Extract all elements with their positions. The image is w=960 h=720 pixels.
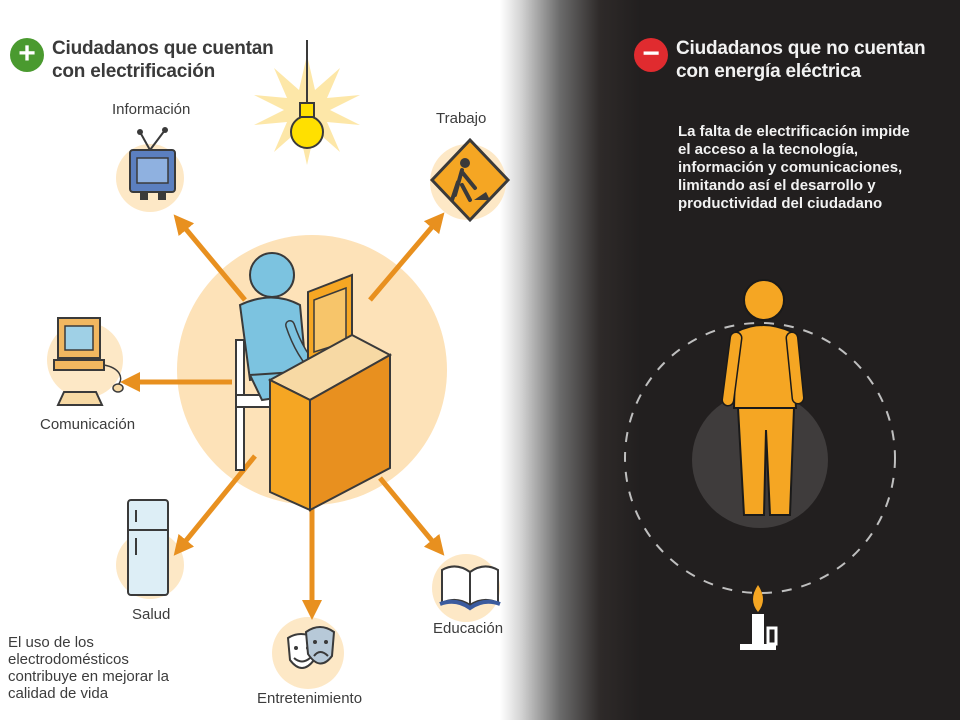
worker-sign-icon — [429, 137, 511, 223]
standing-person-illustration — [721, 279, 805, 516]
refrigerator-icon — [127, 499, 169, 596]
left-panel-title: Ciudadanos que cuentan con electrificaci… — [52, 38, 274, 82]
label-salud: Salud — [132, 606, 171, 623]
arrow-salud — [173, 454, 257, 556]
right-panel-title: Ciudadanos que no cuentan con energía el… — [676, 38, 926, 82]
right-panel-description: La falta de electrificación impide el ac… — [678, 123, 910, 212]
arrow-trabajo — [368, 212, 445, 302]
computer-icon — [53, 317, 124, 406]
label-educacion: Educación — [433, 620, 504, 637]
theater-masks-icon — [286, 626, 336, 669]
arrow-informacion — [173, 214, 247, 302]
arrows — [120, 212, 445, 620]
minus-badge-icon: − — [634, 38, 668, 72]
arrow-educacion — [378, 476, 445, 556]
label-comunicacion: Comunicación — [40, 416, 136, 433]
label-entretenimiento: Entretenimiento — [257, 690, 363, 707]
candle-icon — [740, 585, 778, 650]
dashed-orbit-circle — [624, 322, 896, 594]
person-at-desk-illustration — [235, 252, 393, 512]
tv-icon — [129, 127, 176, 200]
label-informacion: Información — [112, 101, 191, 118]
book-icon — [439, 565, 501, 611]
label-trabajo: Trabajo — [436, 110, 487, 127]
light-bulb-icon — [254, 40, 360, 165]
left-panel-note: El uso de los electrodomésticos contribu… — [8, 634, 169, 702]
plus-badge-icon: + — [10, 38, 44, 72]
